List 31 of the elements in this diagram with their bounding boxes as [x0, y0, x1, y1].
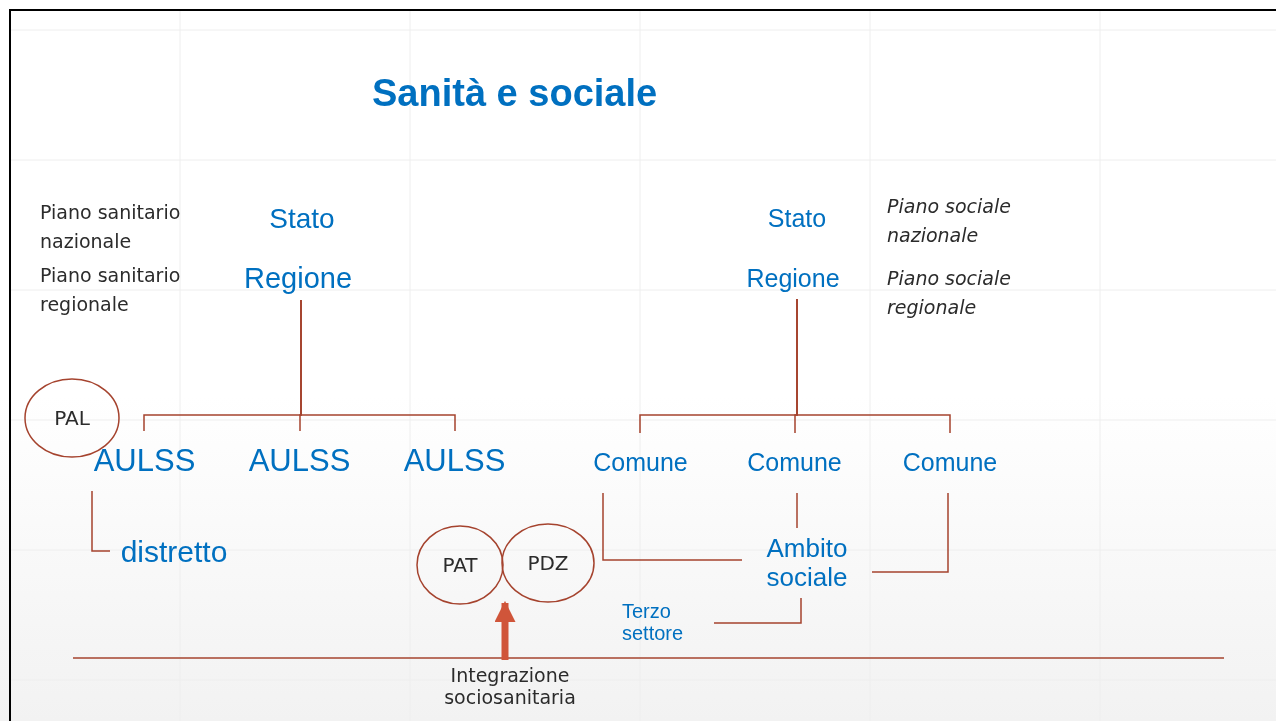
plan-note: Piano sociale nazionale: [887, 194, 1012, 248]
ellipse-outline: [501, 523, 595, 603]
slide-title: Sanità e sociale: [372, 72, 658, 115]
node-label: Comune: [747, 449, 842, 477]
connector-line: [602, 492, 743, 561]
plan-note: Piano sanitario regionale: [40, 263, 182, 317]
node-label: Integrazione sociosanitaria: [443, 664, 577, 708]
node-label: Ambito sociale: [765, 534, 849, 592]
ellipse-label: PDZ: [527, 551, 569, 575]
node-label: Regione: [244, 263, 352, 295]
ellipse-outline: [416, 525, 504, 605]
plan-note: Piano sociale regionale: [887, 266, 1012, 320]
node-label: AULSS: [403, 443, 506, 479]
plan-note: Piano sanitario nazionale: [40, 200, 182, 254]
ellipse-label: PAL: [54, 406, 90, 430]
connector-line: [713, 597, 802, 624]
node-label: distretto: [120, 534, 228, 568]
connector-line: [796, 298, 951, 434]
node-label: Regione: [746, 265, 840, 293]
node-label: AULSS: [93, 443, 196, 479]
connector-line: [91, 490, 111, 552]
node-label: AULSS: [248, 443, 351, 479]
node-label: Terzo settore: [622, 600, 685, 644]
connector-line: [300, 299, 456, 432]
node-label: Stato: [269, 203, 335, 235]
ellipse-label: PAT: [442, 553, 478, 577]
node-label: Stato: [767, 205, 827, 233]
node-label: Comune: [593, 449, 688, 477]
node-label: Comune: [902, 449, 998, 477]
connector-line: [796, 492, 798, 529]
connector-line: [871, 492, 949, 573]
